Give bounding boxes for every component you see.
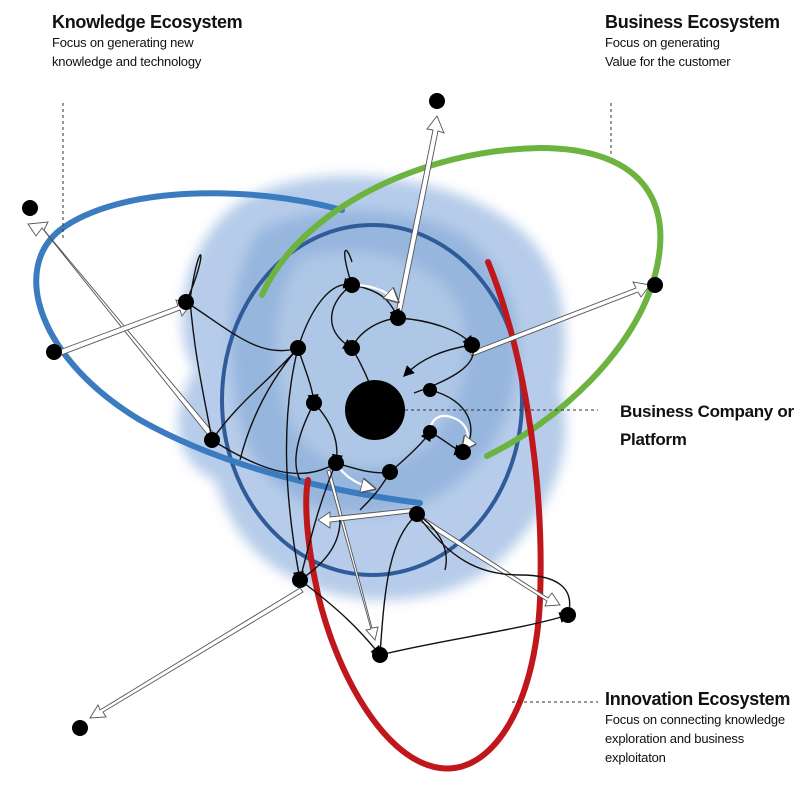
node-d [464,337,480,353]
innovation-ecosystem-label: Innovation Ecosystem Focus on connecting… [605,688,809,767]
arrow-inner-bottom-right [414,513,561,607]
node-a [290,340,306,356]
business-company-line-1: Business Company or [620,402,794,421]
node-outer-right [647,277,663,293]
knowledge-ecosystem-ring [33,190,423,506]
platform-boundary-circle [220,223,524,577]
arrow-outer-bottom-left [89,587,304,719]
knowledge-ecosystem-desc-1: Focus on generating new [52,35,194,50]
node-m [292,572,308,588]
business-company-label: Business Company or Platform [620,398,809,454]
node-g [423,383,437,397]
leader-lines [62,103,612,703]
node-n [560,607,576,623]
arrow-inner-bottom [326,469,379,641]
node-outer-left [46,344,62,360]
arrow-outer-knowledge-top [27,221,217,441]
arrow-outer-business-right [469,281,651,357]
knowledge-ecosystem-desc-2: knowledge and technology [52,54,202,69]
node-e [344,340,360,356]
node-l [409,506,425,522]
business-company-line-2: Platform [620,430,687,449]
node-b [344,277,360,293]
node-outer-bottom-left [72,720,88,736]
node-j [423,425,437,439]
arrow-inner-left [317,507,419,529]
business-ecosystem-title: Business Ecosystem [605,12,780,32]
business-ecosystem-ring [259,144,664,459]
node-outer-top [429,93,445,109]
node-knowledge-a [178,294,194,310]
business-ecosystem-desc-2: Value for the customer [605,54,731,69]
node-c [390,310,406,326]
nodes [22,93,663,736]
arrow-outer-left-middle [53,299,191,358]
node-outer-top-left [22,200,38,216]
node-i [382,464,398,480]
node-f [306,395,322,411]
business-ecosystem-label: Business Ecosystem Focus on generating V… [605,11,805,71]
innovation-ecosystem-ring [303,259,544,772]
platform-node [345,380,405,440]
innovation-ecosystem-desc-2: exploration and business [605,731,745,746]
innovation-ecosystem-title: Innovation Ecosystem [605,689,791,709]
innovation-ecosystem-desc-1: Focus on connecting knowledge [605,712,785,727]
outward-arrows [27,115,651,719]
knowledge-ecosystem-label: Knowledge Ecosystem Focus on generating … [52,11,312,71]
node-h [328,455,344,471]
node-k [455,444,471,460]
innovation-ecosystem-desc-3: exploitaton [605,750,666,765]
node-knowledge-b [204,432,220,448]
node-o [372,647,388,663]
business-ecosystem-desc-1: Focus on generating [605,35,720,50]
knowledge-ecosystem-title: Knowledge Ecosystem [52,12,243,32]
arrow-outer-business-top [394,115,445,320]
